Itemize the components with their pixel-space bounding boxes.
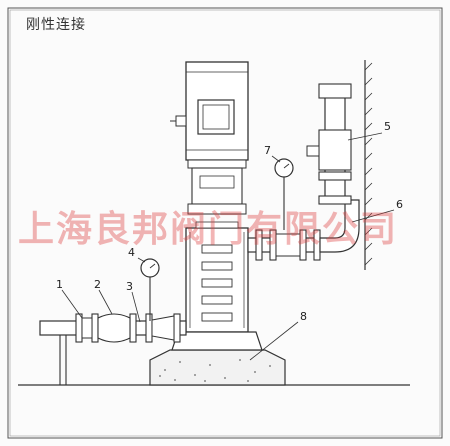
foundation-hatch: [159, 359, 271, 382]
wall-hatch: [364, 62, 373, 266]
motor-terminal-box: [197, 99, 235, 135]
reducer: [151, 315, 175, 341]
callout-4: 4: [128, 246, 135, 259]
callout-1: 1: [56, 278, 63, 291]
discharge-flanges: [255, 229, 321, 261]
gate-valve: [81, 317, 93, 339]
drawing-inner-frame: [9, 9, 441, 437]
callout-3: 3: [126, 280, 133, 293]
check-valve: [275, 233, 301, 257]
riser-valve: [318, 129, 352, 171]
leader-lines: [61, 132, 395, 361]
callout-6: 6: [396, 198, 403, 211]
callout-2: 2: [94, 278, 101, 291]
valve-handwheel: [306, 145, 320, 157]
elbow: [319, 199, 360, 253]
flexible-joint: [97, 313, 131, 343]
motor-cable-gland: [175, 115, 187, 127]
company-watermark: 上海良邦阀门有限公司: [18, 209, 399, 250]
drawing-frame: [7, 7, 443, 439]
callout-7: 7: [264, 144, 271, 157]
callout-8: 8: [300, 310, 307, 323]
diagram-title: 刚性连接: [26, 17, 86, 33]
concrete-foundation: [149, 349, 286, 386]
callout-5: 5: [384, 120, 391, 133]
pump-stages: [201, 244, 233, 322]
